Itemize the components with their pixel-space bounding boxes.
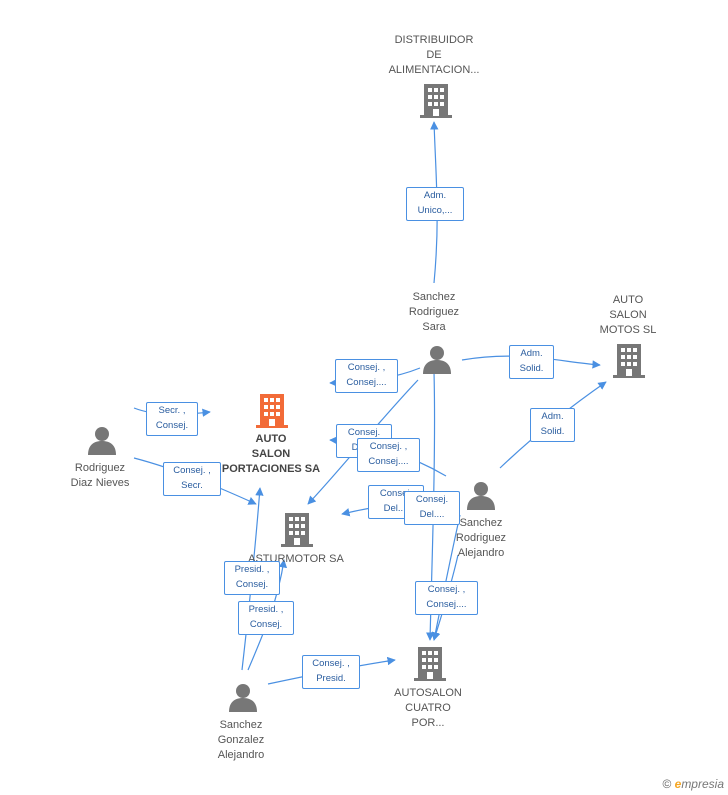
- auto-salon-import-building-icon: [256, 394, 288, 428]
- edge-label-e1[interactable]: Adm. Unico,...: [406, 187, 464, 221]
- edge-label-e12[interactable]: Presid. , Consej.: [224, 561, 280, 595]
- brand-logo: empresia: [674, 777, 724, 791]
- person-label-alejandro-r[interactable]: Sanchez Rodriguez Alejandro: [455, 517, 507, 559]
- edge-label-e2[interactable]: Adm. Solid.: [509, 345, 554, 379]
- edges: [133, 121, 607, 685]
- company-label-distribuidor[interactable]: DISTRIBUIDOR DE ALIMENTACION...: [388, 34, 480, 76]
- alejandro-r-person-icon: [467, 482, 495, 510]
- person-label-nieves[interactable]: Rodriguez Diaz Nieves: [70, 462, 130, 489]
- company-label-auto-salon-import[interactable]: AUTO SALON PORTACIONES SA: [221, 433, 321, 475]
- nieves-person-icon: [88, 427, 116, 455]
- edge-label-e14[interactable]: Consej. , Presid.: [302, 655, 360, 689]
- distribuidor-building-icon: [420, 84, 452, 118]
- autosalon-cuatro-building-icon: [414, 647, 446, 681]
- edge-label-e4[interactable]: Consej. , Consej....: [335, 359, 398, 393]
- sara-person-icon: [423, 346, 451, 374]
- person-label-alejandro-g[interactable]: Sanchez Gonzalez Alejandro: [217, 719, 265, 761]
- company-label-autosalon-cuatro[interactable]: AUTOSALON CUATRO POR...: [394, 687, 462, 729]
- edge-label-e3[interactable]: Adm. Solid.: [530, 408, 575, 442]
- company-label-autosalon-motos[interactable]: AUTO SALON MOTOS SL: [599, 294, 657, 336]
- person-label-sara[interactable]: Sanchez Rodriguez Sara: [408, 291, 460, 333]
- edge-label-e6[interactable]: Consej. , Consej....: [357, 438, 420, 472]
- copyright-symbol: ©: [662, 777, 672, 791]
- edge-label-e8[interactable]: Consej. Del....: [404, 491, 460, 525]
- edge-label-e10[interactable]: Secr. , Consej.: [146, 402, 198, 436]
- edge-label-e13[interactable]: Presid. , Consej.: [238, 601, 294, 635]
- edge-label-e9[interactable]: Consej. , Consej....: [415, 581, 478, 615]
- footer-brand: © empresia: [662, 777, 724, 791]
- edge-label-e11[interactable]: Consej. , Secr.: [163, 462, 221, 496]
- asturmotor-building-icon: [281, 513, 313, 547]
- alejandro-g-person-icon: [229, 684, 257, 712]
- autosalon-motos-building-icon: [613, 344, 645, 378]
